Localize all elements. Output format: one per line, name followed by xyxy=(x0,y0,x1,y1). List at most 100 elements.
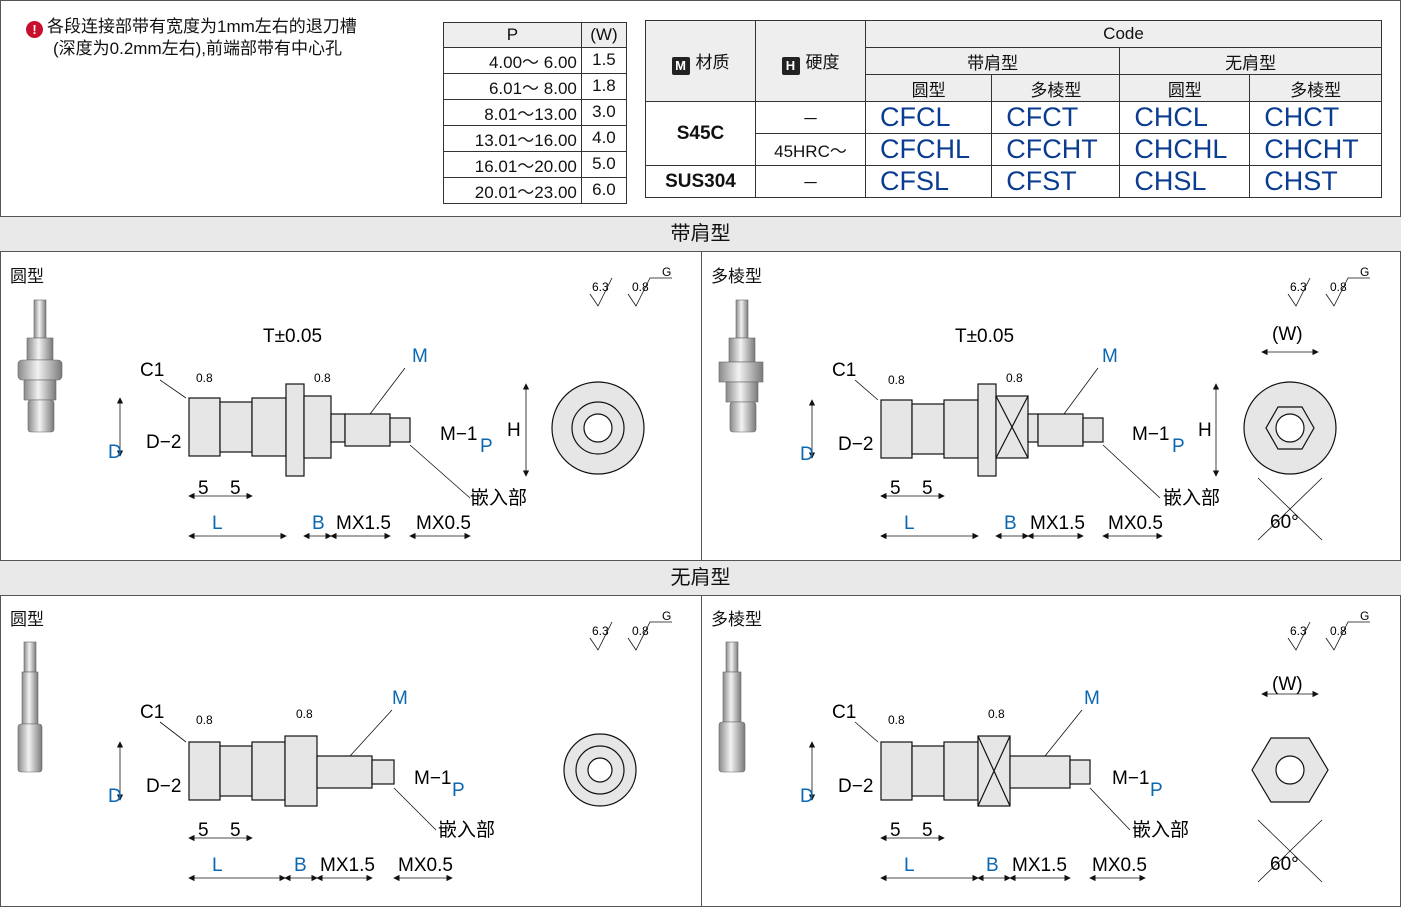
dim-5a: 5 xyxy=(890,478,901,499)
roughness-sub: 0.8 xyxy=(888,373,905,387)
code-cell: CHCL xyxy=(1119,101,1251,134)
w-value: 5.0 xyxy=(580,150,628,178)
p-range: 6.01～ 8.00 xyxy=(443,72,582,100)
roughness-sub: 0.8 xyxy=(1330,624,1347,638)
pin-photo-round-noshoulder xyxy=(17,641,43,773)
hardness-header-label: 硬度 xyxy=(805,52,840,72)
dim-5a: 5 xyxy=(198,820,209,841)
dim-mx15: MX1.5 xyxy=(1030,513,1085,534)
dim-p: P xyxy=(480,436,493,457)
roughness-sub: 0.8 xyxy=(888,713,905,727)
roughness-main: 6.3 xyxy=(1290,624,1307,638)
dim-angle: 60° xyxy=(1270,512,1299,533)
note-line1: 各段连接部带有宽度为1mm左右的退刀槽 xyxy=(47,17,357,36)
dim-5b: 5 xyxy=(230,478,241,499)
dim-m: M xyxy=(412,346,428,367)
panel-label-round-shoulder: 圆型 xyxy=(10,267,44,286)
dim-m: M xyxy=(392,688,408,709)
dim-c1: C1 xyxy=(832,360,856,381)
dim-d-minus-2: D−2 xyxy=(838,434,873,455)
panel-label-poly-shoulder: 多棱型 xyxy=(711,267,762,286)
dim-l: L xyxy=(212,513,223,534)
group-no-shoulder: 无肩型 xyxy=(1119,47,1382,75)
dim-p: P xyxy=(1172,436,1185,457)
dim-m-minus-1: M−1 xyxy=(414,768,452,789)
material-header: M 材质 xyxy=(645,20,756,102)
dim-m-minus-1: M−1 xyxy=(1112,768,1150,789)
roughness-marks xyxy=(589,277,1370,651)
dim-mx15: MX1.5 xyxy=(1012,855,1067,876)
dim-mx15: MX1.5 xyxy=(336,513,391,534)
w-value: 3.0 xyxy=(580,98,628,126)
dim-d-minus-2: D−2 xyxy=(146,776,181,797)
code-cell: CHCT xyxy=(1249,101,1382,134)
roughness-sub: 0.8 xyxy=(314,371,331,385)
dim-5b: 5 xyxy=(922,478,933,499)
roughness-main: 6.3 xyxy=(1290,280,1307,294)
pin-photo-poly-noshoulder xyxy=(718,641,746,773)
p-header: P xyxy=(443,22,582,48)
end-view-round-shoulder xyxy=(551,381,645,475)
code-cell: CFCT xyxy=(991,101,1121,134)
dim-m: M xyxy=(1084,688,1100,709)
dim-embed: 嵌入部 xyxy=(438,819,495,841)
pin-drawing-poly-shoulder xyxy=(880,383,1104,477)
dim-d: D xyxy=(108,442,122,463)
dim-l: L xyxy=(904,855,915,876)
roughness-sub: 0.8 xyxy=(632,280,649,294)
roughness-main: 6.3 xyxy=(592,624,609,638)
pin-photo-round-shoulder xyxy=(17,299,63,433)
dim-d-minus-2: D−2 xyxy=(146,432,181,453)
code-cell: CHCHL xyxy=(1119,133,1251,166)
p-range: 4.00～ 6.00 xyxy=(443,46,582,74)
dim-c1: C1 xyxy=(832,702,856,723)
material-header-label: 材质 xyxy=(695,52,730,72)
note: !各段连接部带有宽度为1mm左右的退刀槽 (深度为0.2mm左右),前端部带有中… xyxy=(26,16,357,59)
dim-c1: C1 xyxy=(140,702,164,723)
sub-poly: 多棱型 xyxy=(991,74,1121,102)
end-view-poly-noshoulder xyxy=(1251,737,1329,803)
code-cell: CHST xyxy=(1249,165,1382,198)
sub-round: 圆型 xyxy=(864,74,993,102)
w-value: 6.0 xyxy=(580,176,628,204)
table-row: SUS304 － CFSL CFST CHSL CHST xyxy=(645,165,1382,198)
table-row: S45C － CFCL CFCT CHCL CHCT xyxy=(645,101,1382,166)
dim-w: (W) xyxy=(1272,674,1303,695)
end-view-poly-shoulder xyxy=(1243,381,1337,475)
dim-embed: 嵌入部 xyxy=(470,487,527,509)
dim-d-minus-2: D−2 xyxy=(838,776,873,797)
roughness-symbols: 6.3 0.8 G 6.3 0.8 G 6.3 0.8 G 6.3 0.8 G … xyxy=(196,265,1369,727)
section-title-no-shoulder: 无肩型 xyxy=(0,560,1401,596)
p-range: 20.01～23.00 xyxy=(443,176,582,204)
w-header: (W) xyxy=(580,22,628,48)
code-cell: CFCHT xyxy=(991,133,1121,166)
dim-embed: 嵌入部 xyxy=(1132,819,1189,841)
dim-w: (W) xyxy=(1272,324,1303,345)
dim-mx05: MX0.5 xyxy=(1108,513,1163,534)
roughness-sub: 0.8 xyxy=(1330,280,1347,294)
code-cell: CFCL xyxy=(864,101,993,134)
code-cell: CFSL xyxy=(864,165,993,198)
dim-d: D xyxy=(800,444,814,465)
code-cell: CHSL xyxy=(1119,165,1251,198)
hardness-cell: 45HRC～ xyxy=(755,133,866,166)
hardness-cell: － xyxy=(755,101,866,134)
dim-b: B xyxy=(294,855,307,876)
dim-h: H xyxy=(1198,420,1212,441)
dim-b: B xyxy=(1004,513,1017,534)
dim-d: D xyxy=(108,786,122,807)
material-mark-icon: M xyxy=(671,56,690,75)
section-title-shoulder: 带肩型 xyxy=(0,216,1401,252)
dim-l: L xyxy=(904,513,915,534)
pin-photo-poly-shoulder xyxy=(718,299,764,433)
hardness-cell: － xyxy=(755,165,866,198)
roughness-sub: 0.8 xyxy=(632,624,649,638)
dim-t-tol: T±0.05 xyxy=(263,326,322,347)
dim-mx05: MX0.5 xyxy=(416,513,471,534)
roughness-sub: 0.8 xyxy=(196,371,213,385)
dim-5b: 5 xyxy=(230,820,241,841)
